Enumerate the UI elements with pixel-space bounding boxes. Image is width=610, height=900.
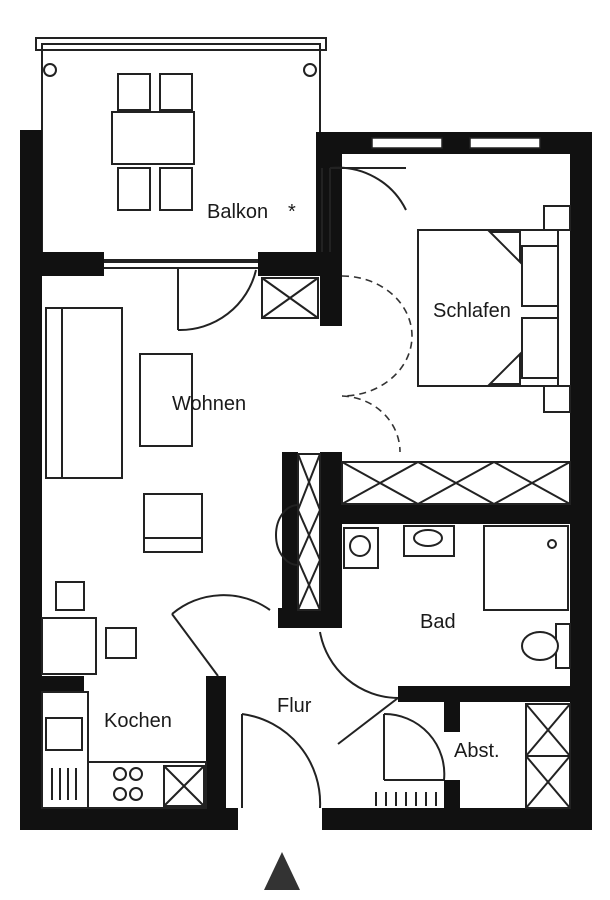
dining-set: [41, 581, 137, 675]
bedroom-door: [341, 275, 413, 453]
wardrobe-hall: [275, 453, 321, 611]
balcony-asterisk-mark: *: [288, 201, 296, 223]
bath-hall-door: [319, 631, 399, 745]
shaft: [261, 277, 319, 319]
room-label-schlafen: Schlafen: [433, 300, 511, 322]
bedroom-balcony-door: [321, 166, 407, 252]
washing-machine: [343, 527, 379, 569]
living-balcony-door: [104, 259, 258, 332]
armchair: [143, 493, 203, 553]
washbasin: [403, 525, 455, 557]
kitchen-sink: [45, 717, 83, 751]
room-label-bad: Bad: [420, 611, 456, 633]
storage-shelf: [525, 703, 571, 809]
balcony-table-set: [111, 73, 195, 211]
fridge: [163, 765, 205, 807]
sofa: [45, 307, 123, 479]
room-label-kochen: Kochen: [104, 710, 172, 732]
bedroom-windows: [371, 137, 541, 149]
entrance-arrow-icon: [264, 852, 300, 890]
room-label-flur: Flur: [277, 695, 312, 717]
wardrobe-bedroom: [341, 461, 571, 505]
toilet: [521, 623, 571, 669]
stove-burners: [113, 767, 143, 801]
kitchen-drainer: [51, 768, 77, 800]
entrance-door: [241, 713, 322, 809]
room-label-abst: Abst.: [454, 740, 500, 762]
storage-door: [383, 712, 446, 781]
room-label-balkon: Balkon: [207, 201, 268, 223]
coffee-table: [139, 353, 193, 447]
shower: [483, 525, 569, 611]
double-bed: [417, 205, 571, 413]
room-label-wohnen: Wohnen: [172, 393, 246, 415]
radiator-marks: [375, 792, 437, 806]
living-hall-door: [171, 594, 271, 677]
